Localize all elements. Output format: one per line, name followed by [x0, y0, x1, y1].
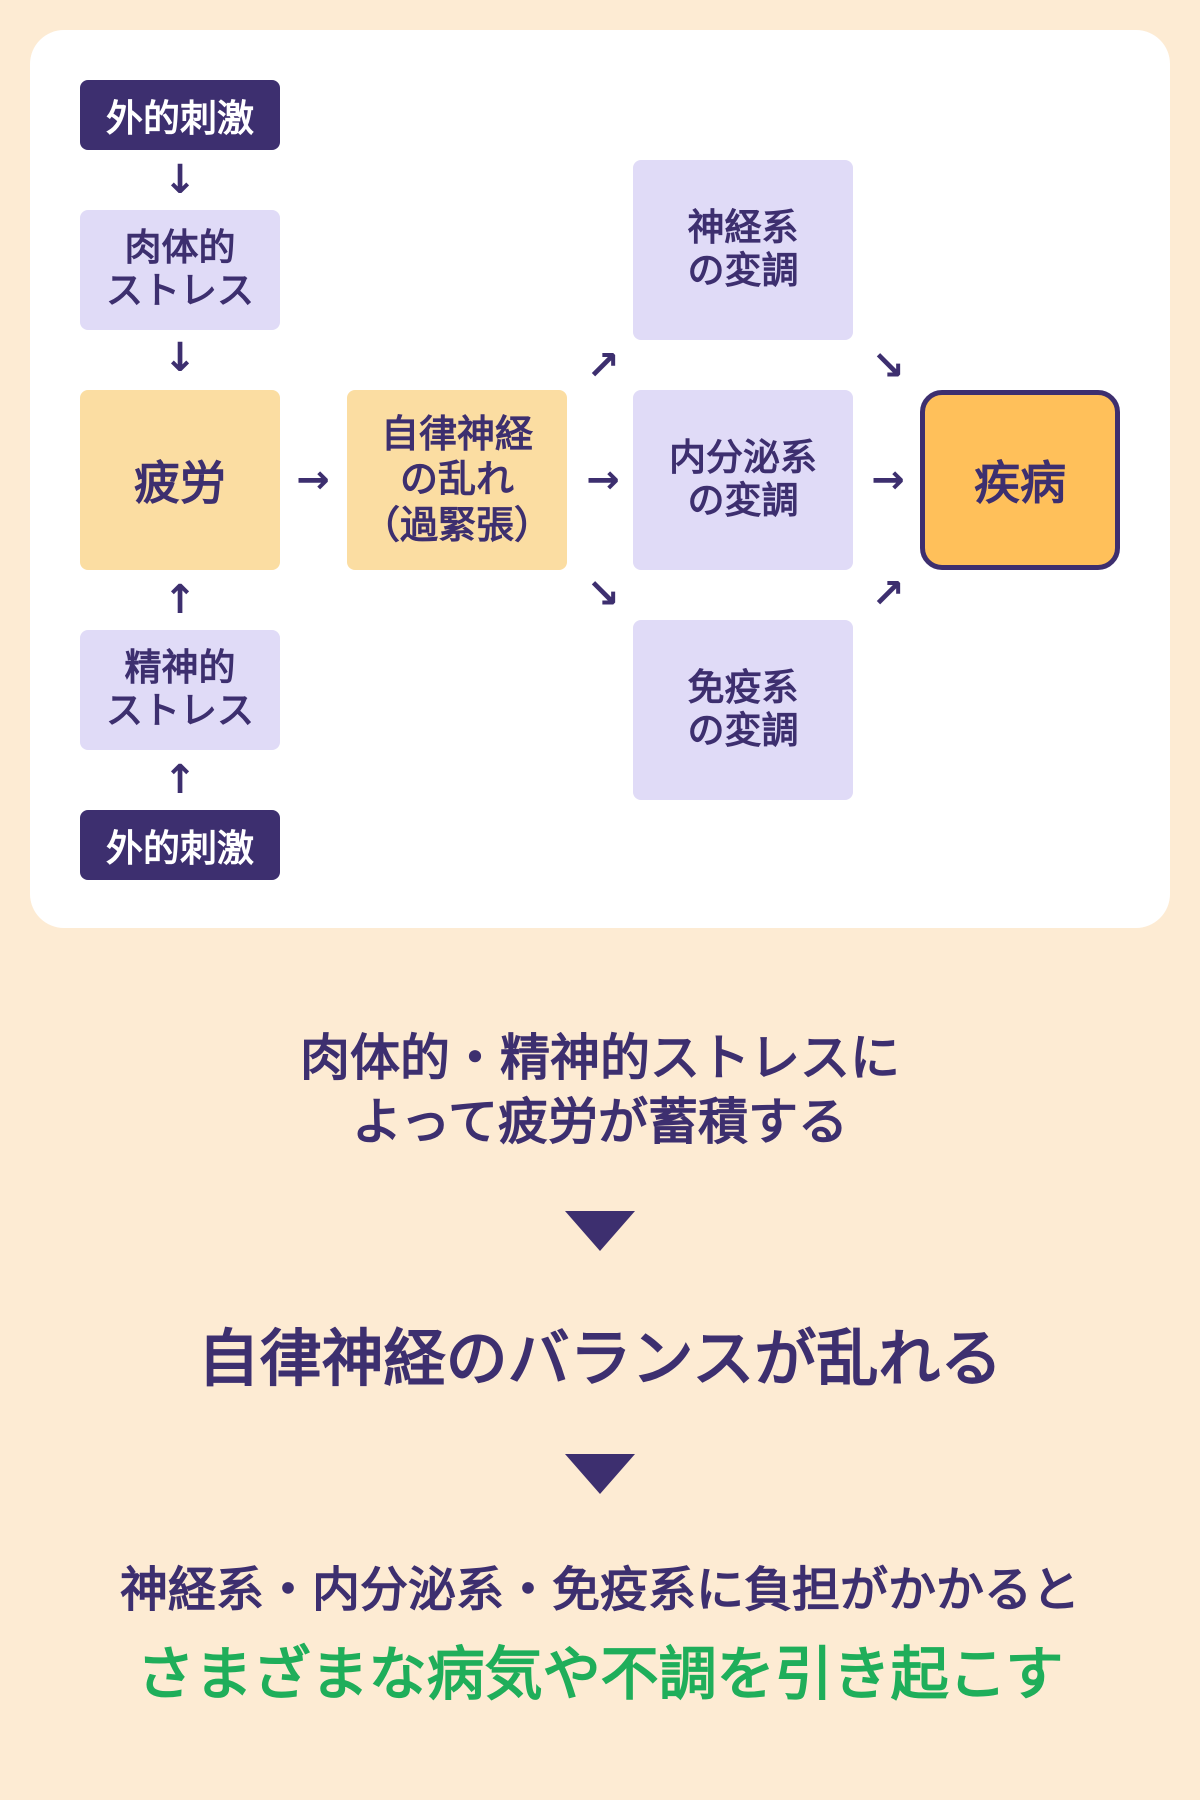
diagram-card: 外的刺激 ↓ 肉体的 ストレス ↓ 疲労 ↑ 精神的 ストレス ↑ 外的刺激 →…	[30, 30, 1170, 928]
nervous-system-box: 神経系 の変調	[633, 160, 853, 340]
arrow-down-right-icon: ↘	[871, 343, 905, 389]
endocrine-system-box: 内分泌系 の変調	[633, 390, 853, 570]
down-triangle-icon	[565, 1454, 635, 1494]
arrow-up-right-icon: ↗	[586, 343, 620, 389]
step3-line2: さまざまな病気や不調を引き起こす	[136, 1640, 1064, 1708]
step3-line1: 神経系・内分泌系・免疫系に負担がかかると	[119, 1562, 1080, 1618]
arrow-down-icon: ↓	[163, 157, 197, 203]
arrow-down-right-icon: ↘	[586, 571, 620, 617]
physical-stress-box: 肉体的 ストレス	[80, 210, 280, 330]
arrow-up-icon: ↑	[163, 577, 197, 623]
step2-text: 自律神経のバランスが乱れる	[197, 1322, 1003, 1395]
step1-line1: 肉体的・精神的ストレスに	[300, 1029, 900, 1087]
arrow-down-icon: ↓	[163, 335, 197, 381]
arrow-right-icon: →	[586, 457, 620, 503]
arrow-right-icon: →	[296, 457, 330, 503]
disease-box: 疾病	[920, 390, 1120, 570]
step1-line2: よって疲労が蓄積する	[352, 1093, 848, 1151]
arrow-up-right-icon: ↗	[871, 571, 905, 617]
immune-system-box: 免疫系 の変調	[633, 620, 853, 800]
outer-stimulus-box-top: 外的刺激	[80, 80, 280, 150]
arrow-up-icon: ↑	[163, 757, 197, 803]
arrow-right-icon: →	[871, 457, 905, 503]
autonomic-disorder-box: 自律神経 の乱れ （過緊張）	[347, 390, 567, 570]
mental-stress-box: 精神的 ストレス	[80, 630, 280, 750]
outer-stimulus-box-bottom: 外的刺激	[80, 810, 280, 880]
down-triangle-icon	[565, 1211, 635, 1251]
fatigue-box: 疲労	[80, 390, 280, 570]
